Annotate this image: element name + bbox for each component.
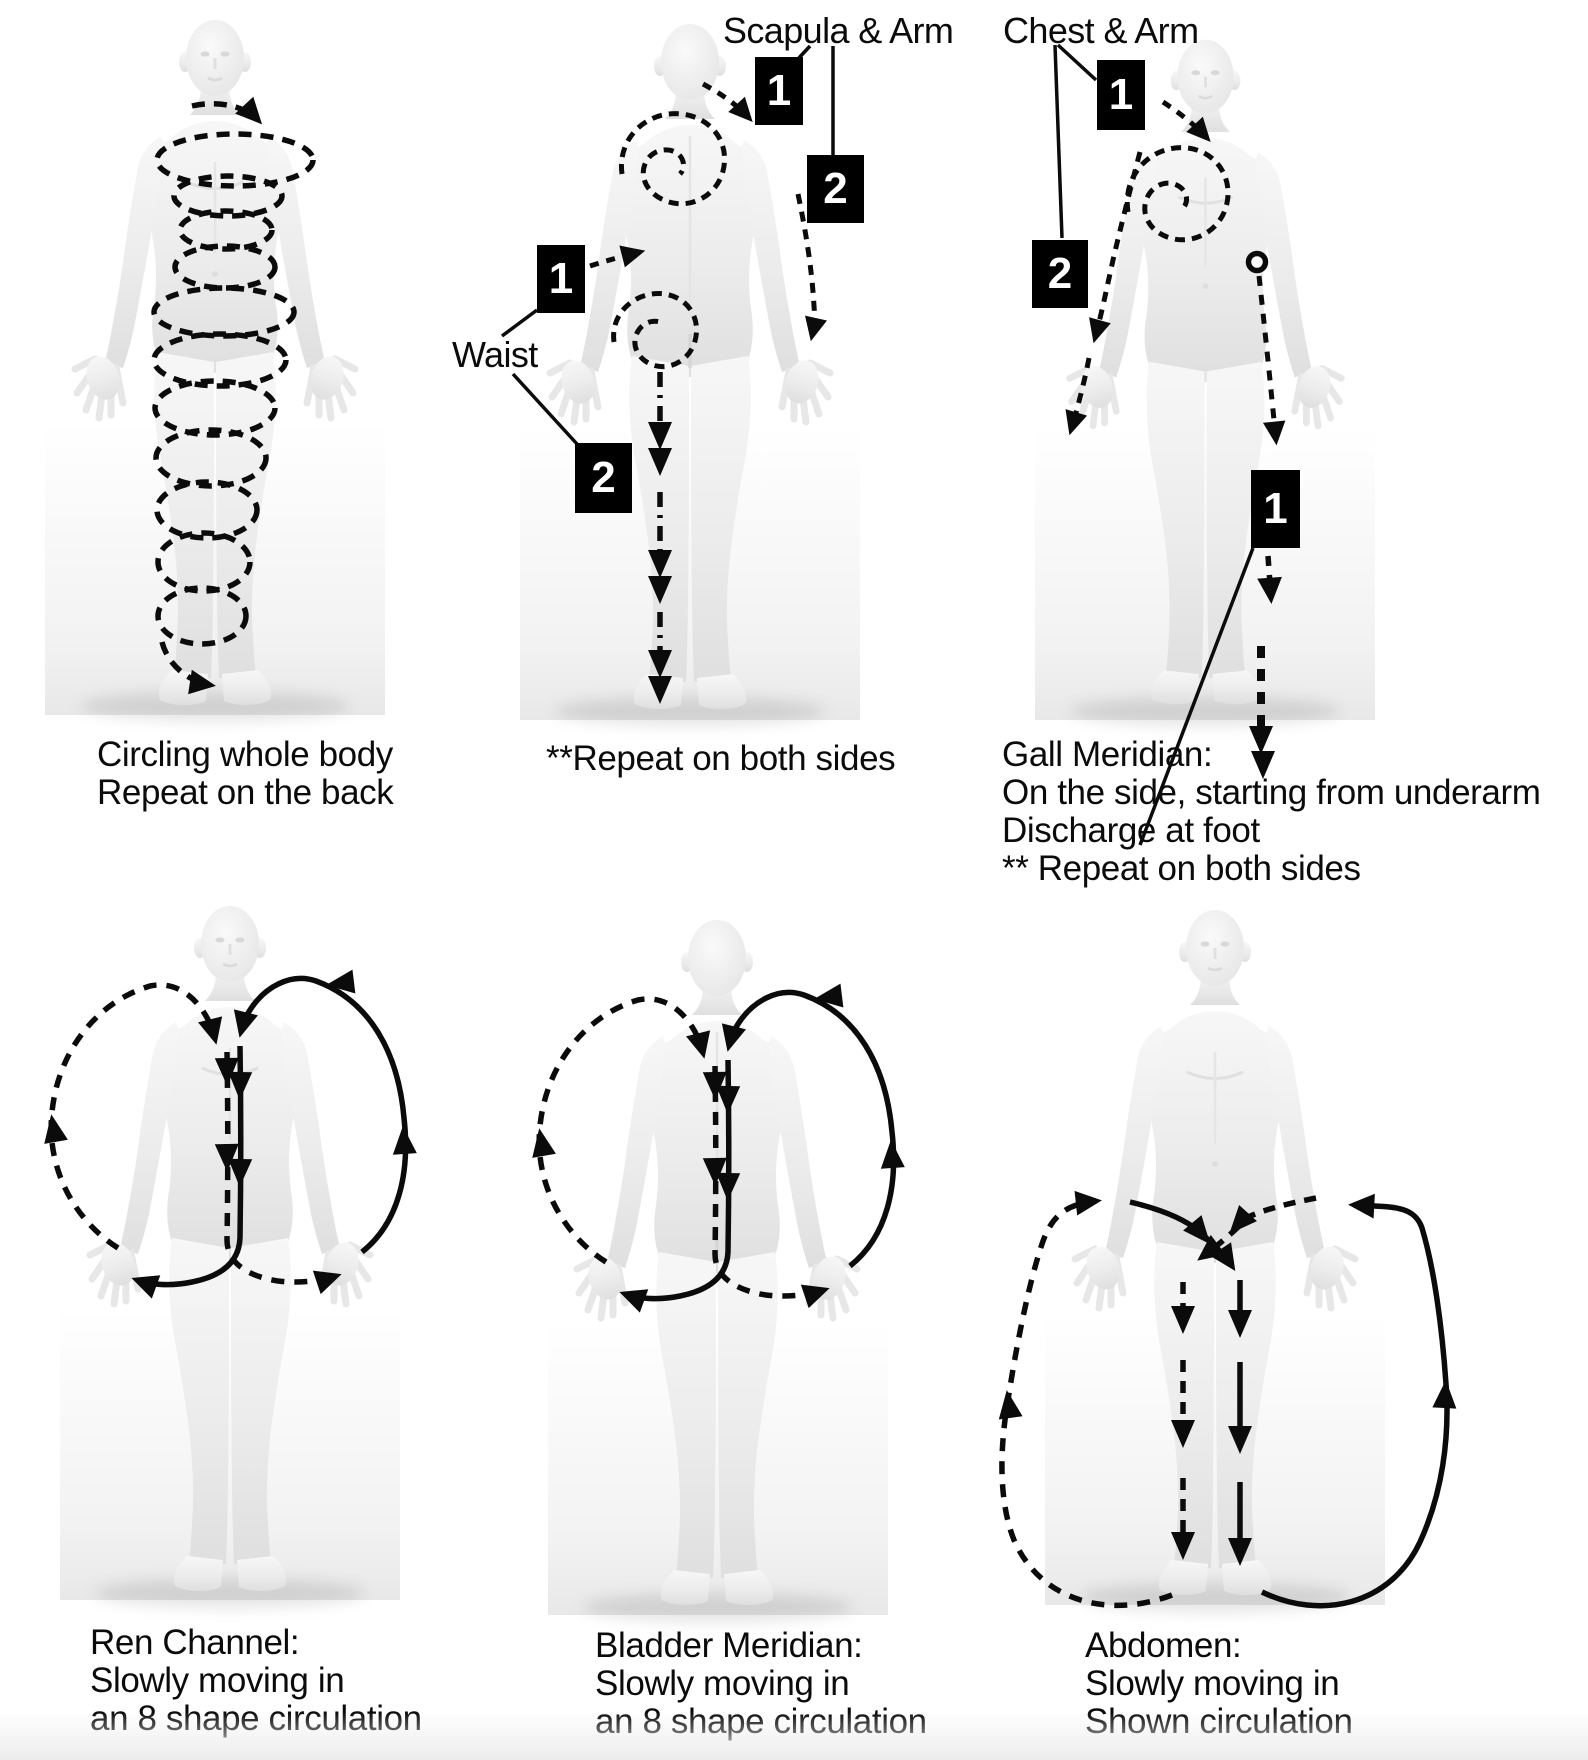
floor-shadows — [45, 420, 1385, 1622]
badge-chest-step-1: 1 — [1097, 60, 1145, 130]
badge-waist-step-2: 2 — [575, 443, 632, 513]
figure2-strokes — [500, 44, 835, 704]
scapula-spiral — [618, 111, 727, 207]
figure3-connector-lines — [1053, 43, 1255, 846]
caption-circling-whole-body: Circling whole body Repeat on the back — [97, 735, 394, 812]
caption-line: Gall Meridian: — [1002, 735, 1213, 774]
label-scapula-arm: Scapula & Arm — [723, 10, 954, 51]
caption-line: On the side, starting from underarm — [1002, 773, 1541, 812]
badge-waist-step-1: 1 — [537, 245, 585, 313]
caption-line: Discharge at foot — [1002, 811, 1260, 850]
underarm-start-point — [1245, 250, 1269, 274]
caption-repeat-both-sides: **Repeat on both sides — [546, 739, 896, 778]
caption-line: ** Repeat on both sides — [1002, 849, 1361, 888]
figure6-strokes — [994, 1190, 1458, 1609]
label-chest-arm: Chest & Arm — [1003, 10, 1199, 51]
caption-line: Slowly moving in — [595, 1664, 850, 1703]
chest-spiral — [1124, 145, 1231, 243]
caption-gall-meridian: Gall Meridian: On the side, starting fro… — [1002, 735, 1541, 888]
badge-chest-step-2: 2 — [1032, 240, 1088, 308]
badge-scapula-step-1: 1 — [755, 57, 803, 125]
caption-line: Slowly moving in — [90, 1661, 345, 1700]
caption-line: **Repeat on both sides — [546, 739, 896, 778]
floor-gradient-strip — [0, 1712, 1588, 1760]
caption-line: Repeat on the back — [97, 773, 394, 812]
badge-gall-step-1: 1 — [1251, 470, 1300, 548]
figure3-strokes — [1053, 43, 1286, 846]
badge-scapula-step-2: 2 — [807, 155, 864, 223]
caption-line: Abdomen: — [1085, 1626, 1242, 1665]
caption-line: Circling whole body — [97, 735, 393, 774]
caption-line: Bladder Meridian: — [595, 1626, 863, 1665]
figure1-circling-strokes — [151, 96, 316, 695]
caption-line: Ren Channel: — [90, 1623, 300, 1662]
label-waist: Waist — [452, 334, 538, 375]
caption-line: Slowly moving in — [1085, 1664, 1340, 1703]
waist-spiral — [611, 291, 699, 369]
